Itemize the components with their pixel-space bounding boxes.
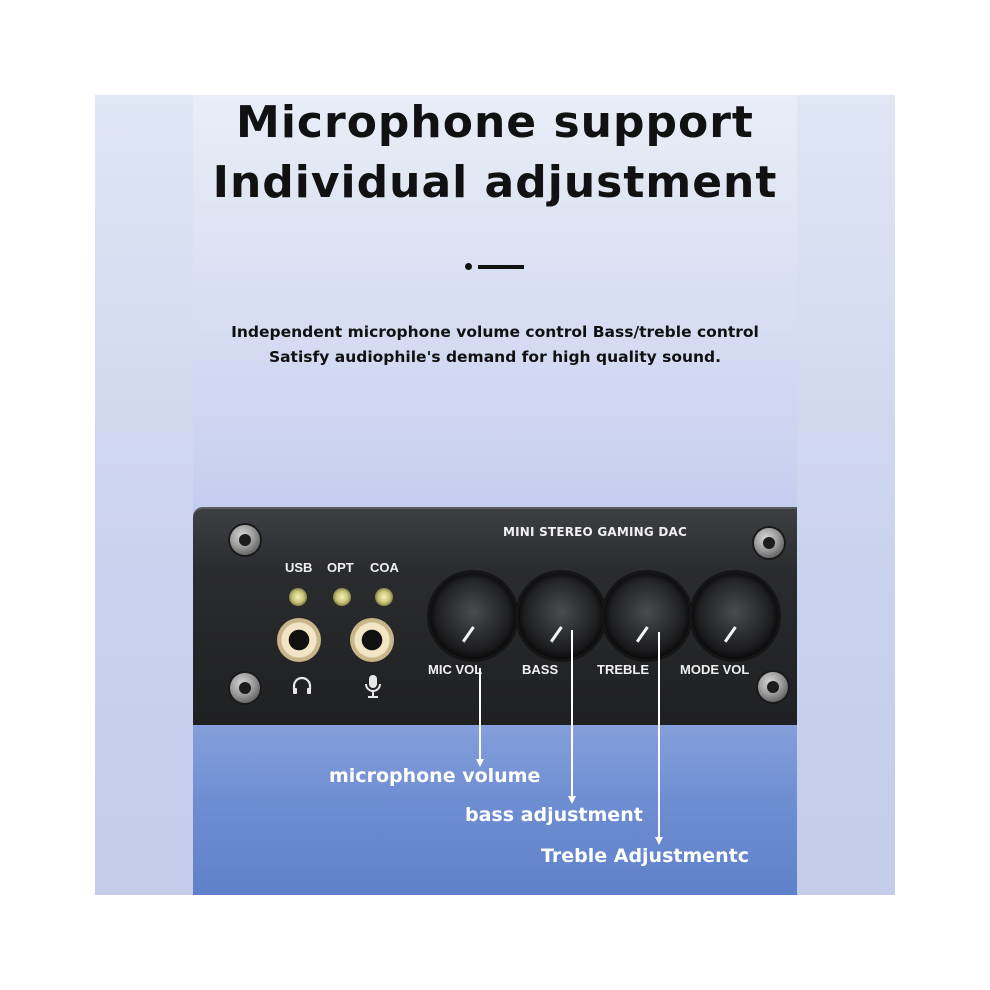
right-background-panel	[797, 95, 895, 895]
led-opt	[333, 588, 351, 606]
headphone-icon	[291, 675, 313, 703]
headline-line-1: Microphone support	[236, 97, 754, 148]
knob-indicator	[635, 626, 649, 643]
screw-icon	[230, 673, 260, 703]
indicator-label-usb: USB	[285, 560, 313, 575]
callout-treble-adjustment: Treble Adjustmentc	[541, 845, 750, 867]
knob-mic-vol[interactable]	[430, 573, 516, 659]
knob-indicator	[461, 626, 475, 643]
screw-icon	[230, 525, 260, 555]
divider-bar	[478, 265, 524, 269]
knob-label-treble: TREBLE	[597, 662, 649, 677]
knob-indicator	[723, 626, 737, 643]
headline-line-2: Individual adjustment	[212, 157, 778, 208]
knob-label-mic-vol: MIC VOL	[428, 662, 483, 677]
knob-bass[interactable]	[518, 573, 604, 659]
left-background-panel	[95, 95, 193, 895]
subtext-line-2: Satisfy audiophile's demand for high qua…	[268, 348, 722, 366]
headphone-jack	[277, 618, 321, 662]
microphone-jack	[350, 618, 394, 662]
led-usb	[289, 588, 307, 606]
knob-treble[interactable]	[604, 573, 690, 659]
callout-microphone-volume: microphone volume	[329, 765, 541, 787]
knob-mode-vol[interactable]	[692, 573, 778, 659]
callout-bass-adjustment: bass adjustment	[465, 804, 643, 826]
indicator-label-opt: OPT	[327, 560, 354, 575]
device-title: MINI STEREO GAMING DAC	[503, 525, 688, 539]
subtext-line-1: Independent microphone volume control Ba…	[231, 323, 759, 341]
screw-icon	[754, 528, 784, 558]
leader-arrow-treble	[655, 837, 663, 845]
knob-label-bass: BASS	[522, 662, 559, 677]
product-image-panel: Microphone support Individual adjustment…	[193, 95, 797, 895]
divider-dot	[465, 263, 472, 270]
leader-arrow-bass	[568, 796, 576, 804]
knob-label-mode-vol: MODE VOL	[680, 662, 750, 677]
indicator-label-coa: COA	[370, 560, 399, 575]
knob-indicator	[549, 626, 563, 643]
led-coa	[375, 588, 393, 606]
microphone-icon	[363, 673, 383, 705]
screw-icon	[758, 672, 788, 702]
